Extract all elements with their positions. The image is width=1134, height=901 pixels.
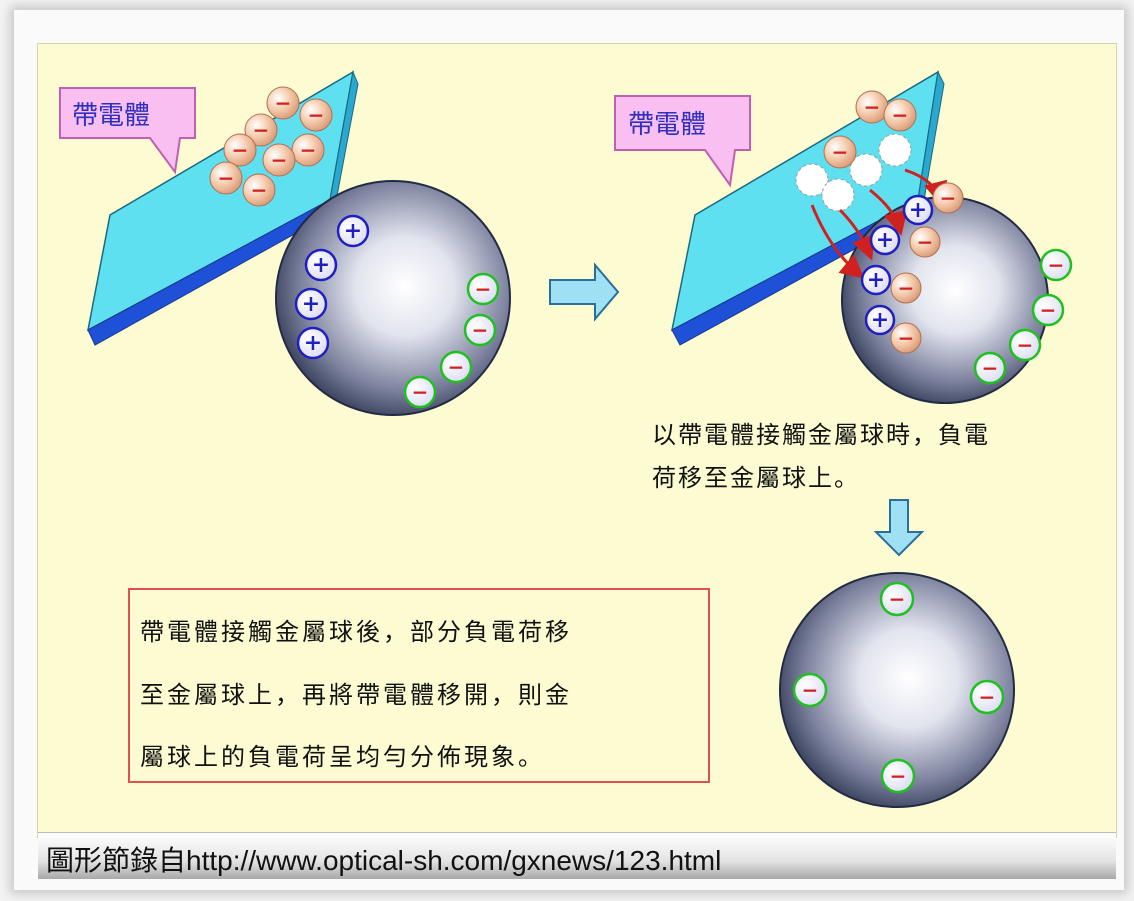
final-sphere-negative-charges [792, 581, 1005, 794]
svg-text:+: + [302, 291, 320, 317]
svg-text:−: − [917, 230, 934, 254]
svg-text:−: − [412, 380, 429, 404]
caption-line-2: 至金屬球上，再將帶電體移開，則金 [140, 681, 572, 709]
caption-line-1: 帶電體接觸金屬球後，部分負電荷移 [140, 618, 572, 646]
right-label-text: 帶電體 [628, 110, 706, 140]
svg-text:+: + [867, 267, 885, 293]
svg-text:−: − [889, 587, 906, 611]
svg-text:−: − [982, 356, 999, 380]
svg-text:+: + [876, 227, 894, 253]
transfer-arrows [810, 168, 948, 279]
svg-text:−: − [892, 103, 909, 127]
svg-text:+: + [304, 330, 322, 356]
svg-text:−: − [448, 355, 465, 379]
svg-text:+: + [871, 307, 889, 333]
svg-text:−: − [1040, 298, 1057, 322]
transition-arrow-down [873, 499, 925, 557]
svg-text:−: − [890, 764, 907, 788]
svg-text:−: − [802, 678, 819, 702]
final-metal-sphere [779, 572, 1015, 808]
svg-text:+: + [344, 218, 362, 244]
svg-text:−: − [864, 95, 881, 119]
svg-text:−: − [475, 277, 492, 301]
svg-text:−: − [1017, 333, 1034, 357]
right-metal-sphere [841, 196, 1049, 404]
svg-text:−: − [1048, 253, 1065, 277]
note-line-2: 荷移至金屬球上。 [652, 464, 860, 492]
right-rod-vacancies [795, 133, 912, 212]
svg-text:−: − [898, 276, 915, 300]
caption-box: 帶電體接觸金屬球後，部分負電荷移 至金屬球上，再將帶電體移開，則金 屬球上的負電… [128, 588, 710, 783]
right-sphere-positive-charges [860, 194, 934, 336]
svg-text:−: − [832, 140, 849, 164]
svg-text:−: − [898, 326, 915, 350]
right-label-callout: 帶電體 [614, 95, 751, 188]
left-label-callout: 帶電體 [59, 87, 196, 175]
svg-text:−: − [253, 118, 270, 142]
right-rod-electrons [823, 90, 917, 169]
source-bar: 圖形節錄自http://www.optical-sh.com/gxnews/12… [38, 832, 1116, 879]
transition-arrow-right [549, 262, 620, 322]
left-sphere-positive-charges [294, 214, 370, 360]
svg-text:−: − [232, 138, 249, 162]
svg-text:+: + [312, 252, 330, 278]
note-line-1: 以帶電體接觸金屬球時，負電 [652, 421, 990, 449]
right-sphere-negative-charges [973, 248, 1073, 385]
svg-text:−: − [979, 685, 996, 709]
caption-line-3: 屬球上的負電荷呈均勻分佈現象。 [140, 743, 545, 771]
svg-text:−: − [472, 318, 489, 342]
source-caption: 圖形節錄自http://www.optical-sh.com/gxnews/12… [46, 845, 722, 876]
svg-text:+: + [909, 197, 927, 223]
svg-text:−: − [275, 91, 292, 115]
left-sphere-negative-charges [403, 272, 500, 409]
minus-symbols: − − − − − − − − − − − − − − − − − − − − … [218, 91, 1065, 788]
left-label-text: 帶電體 [72, 101, 150, 131]
left-rod-electrons [209, 86, 333, 207]
svg-text:−: − [271, 148, 288, 172]
svg-text:−: − [940, 186, 957, 210]
svg-text:−: − [308, 103, 325, 127]
svg-text:−: − [218, 166, 235, 190]
svg-text:−: − [300, 138, 317, 162]
svg-text:−: − [251, 178, 268, 202]
right-sphere-transferred-electrons [890, 182, 964, 354]
plus-symbols: + + + + + + + + [302, 197, 927, 356]
